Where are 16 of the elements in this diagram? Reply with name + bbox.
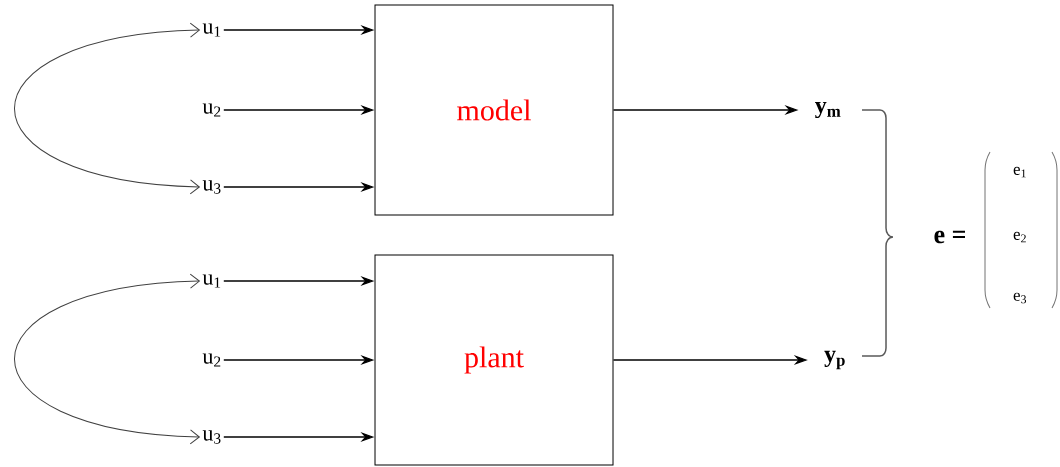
input-label: u$_{3}$ <box>202 180 221 194</box>
vector-entry: e$_{3}$ <box>1013 292 1027 304</box>
input-label: u$_{2}$ <box>202 103 221 117</box>
curved-arrow <box>14 22 200 195</box>
input-label: u$_{1}$ <box>202 23 221 37</box>
vector-label: e = <box>934 230 965 244</box>
process-box: model <box>374 4 614 216</box>
curved-arrow <box>14 273 200 445</box>
input-label: u$_{1}$ <box>202 274 221 288</box>
vector-entry: e$_{2}$ <box>1013 231 1026 243</box>
vector-entry: e$_{1}$ <box>1013 166 1026 178</box>
input-label: u$_{3}$ <box>202 430 221 444</box>
input-label: u$_{2}$ <box>202 353 221 367</box>
output-label: y$_{m}$ <box>815 101 841 119</box>
process-box: plant <box>374 254 614 466</box>
output-label: y$_{p}$ <box>824 350 845 370</box>
